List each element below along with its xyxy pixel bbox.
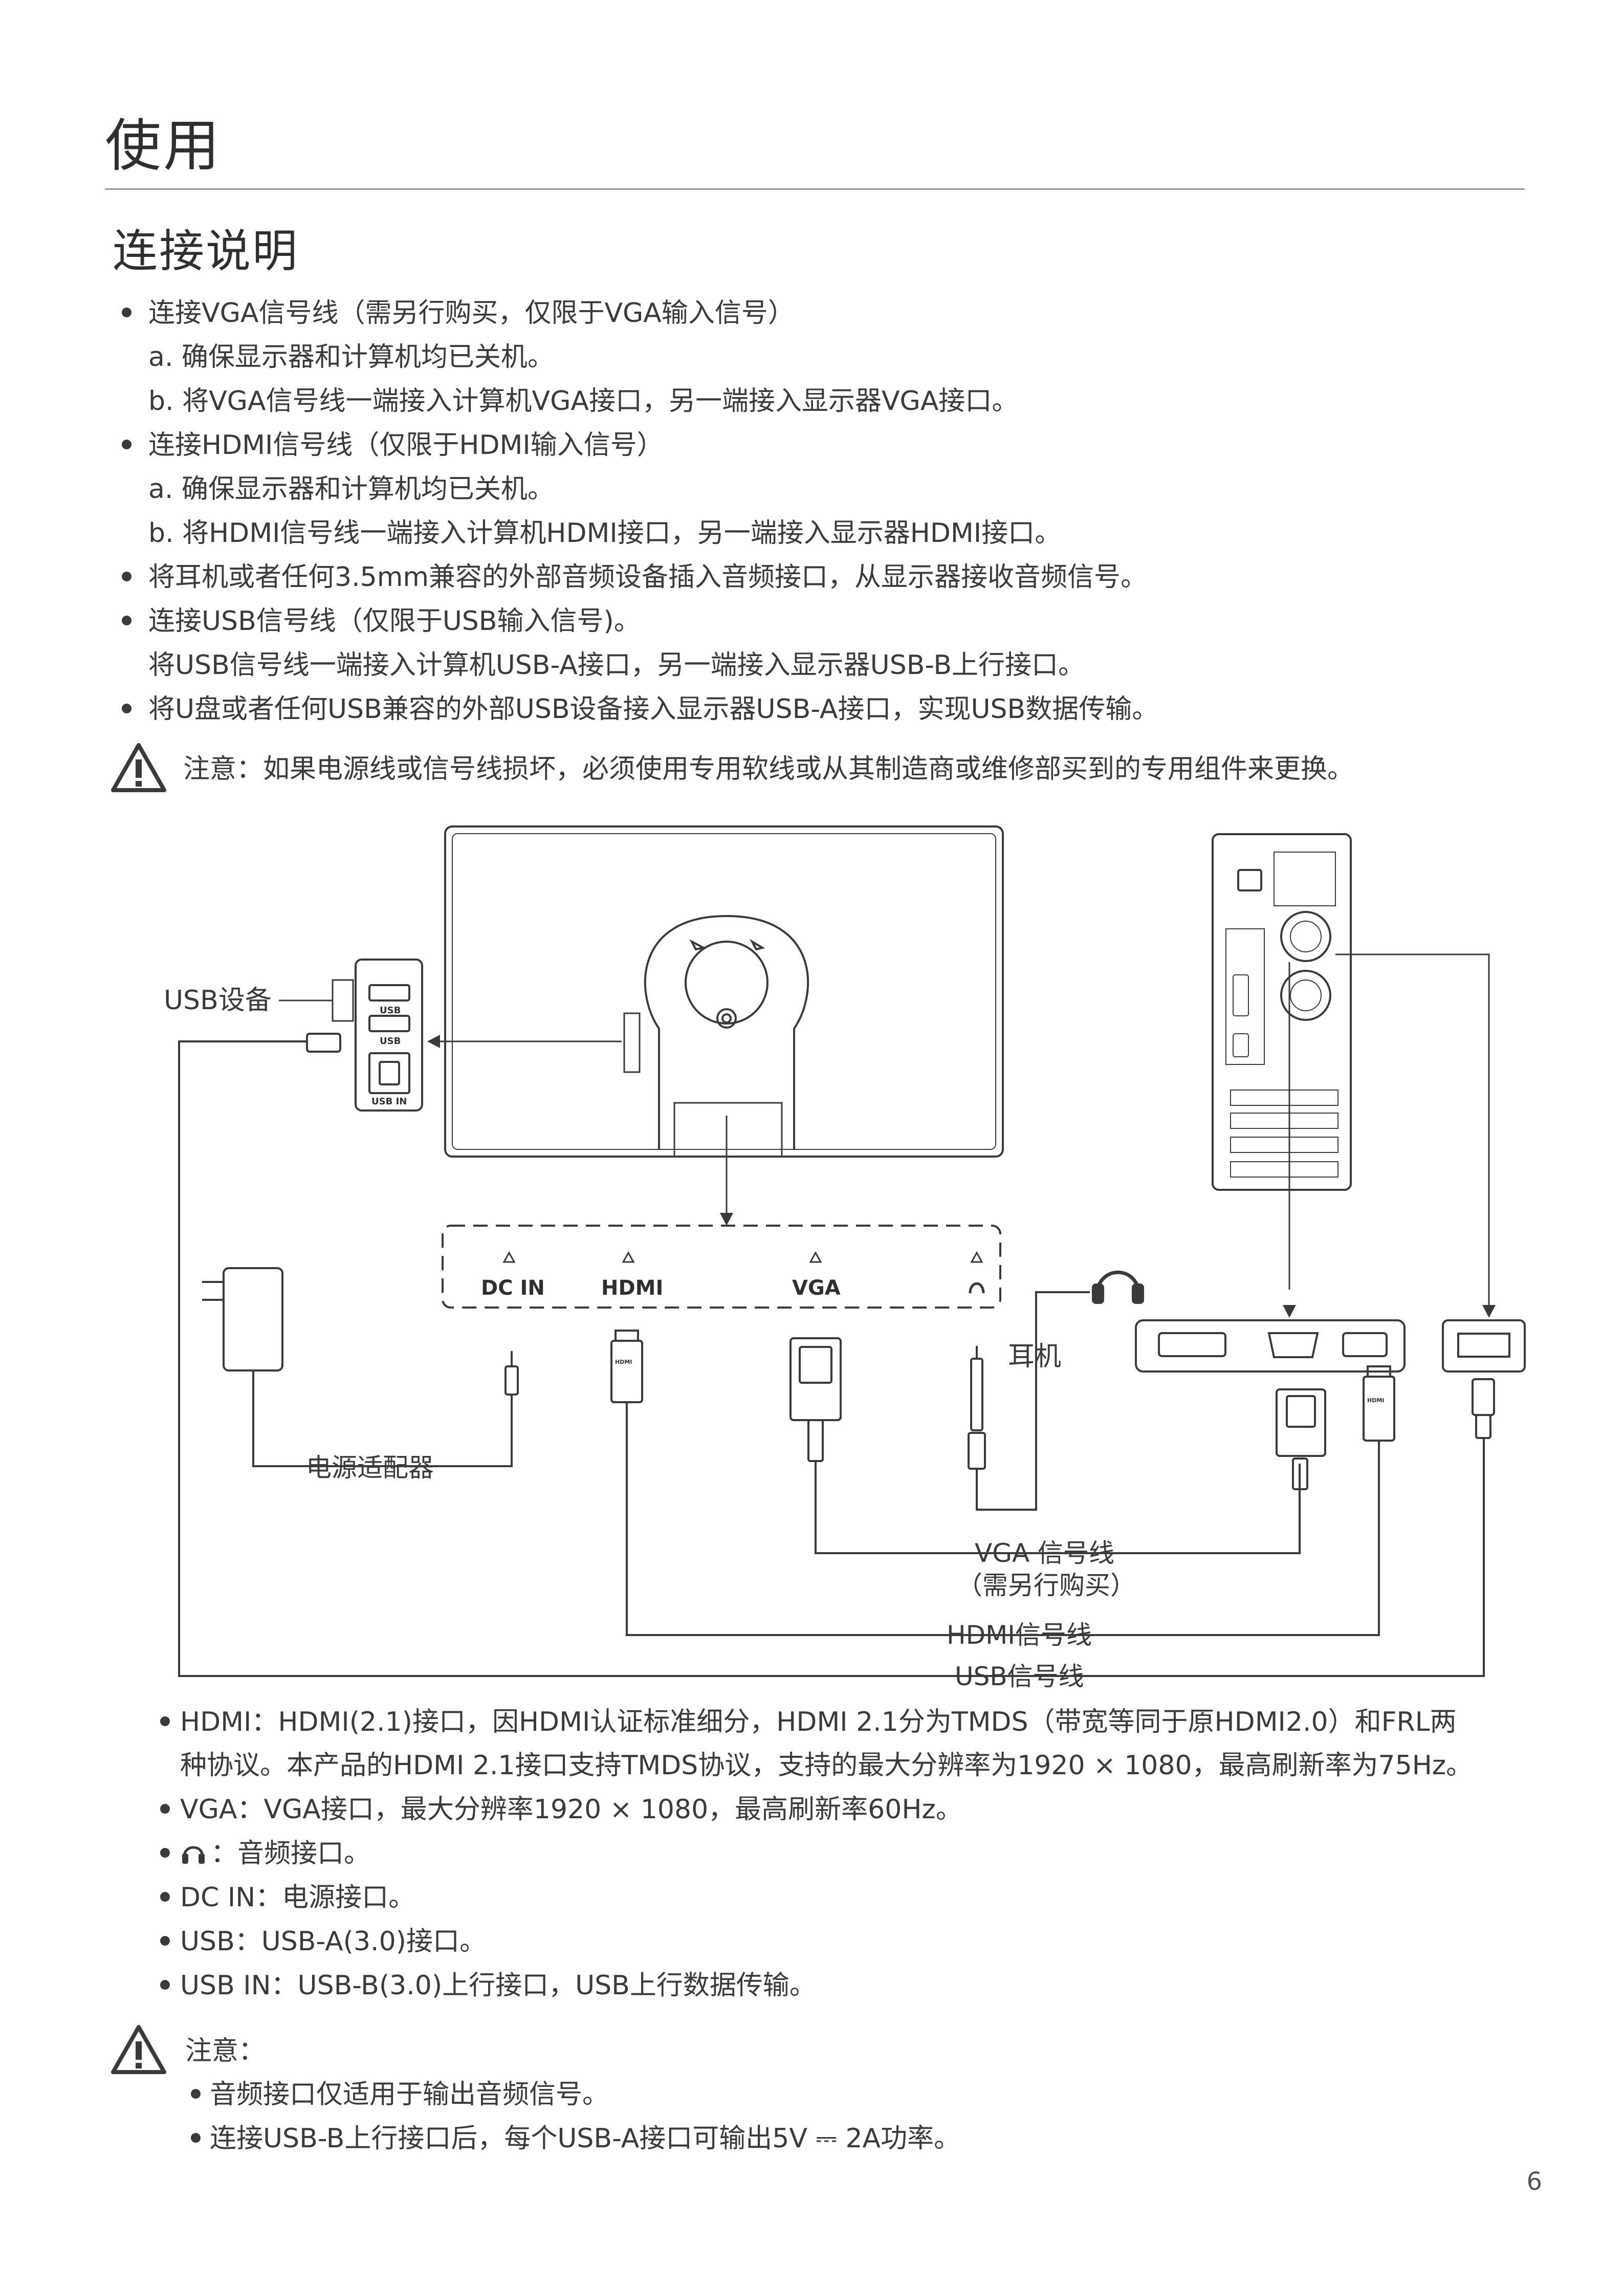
vga-cable-note: （需另行购买）: [957, 1571, 1136, 1600]
connection-diagram: USB设备 USB USB USB IN DC IN HDMI VGA 电源适配…: [164, 825, 1526, 1691]
spec-item: ：音频接口。: [211, 1838, 371, 1869]
hdmi-plug-text: HDMI: [1367, 1397, 1384, 1404]
list-item: 连接VGA信号线（需另行购买，仅限于VGA输入信号）: [148, 298, 795, 329]
bullet-dot: [122, 616, 131, 625]
bullet-dot: [160, 1716, 170, 1726]
page-title: 使用: [105, 113, 222, 179]
list-item: b. 将HDMI信号线一端接入计算机HDMI接口，另一端接入显示器HDMI接口。: [148, 518, 1062, 549]
list-item: 将U盘或者任何USB兼容的外部USB设备接入显示器USB-A接口，实现USB数据…: [148, 694, 1159, 725]
bullet-dot: [160, 1980, 170, 1990]
spec-item: VGA：VGA接口，最大分辨率1920 × 1080，最高刷新率60Hz。: [180, 1794, 962, 1825]
usb-device-label: USB设备: [164, 985, 272, 1016]
side-usb-in-label: USB IN: [371, 1096, 407, 1107]
bullet-dot: [160, 1936, 170, 1946]
bullet-dot: [122, 440, 131, 449]
port-hdmi: HDMI: [601, 1276, 663, 1300]
spec-item: DC IN：电源接口。: [180, 1882, 415, 1913]
hdmi-plug-text: HDMI: [615, 1359, 632, 1365]
monitor-rear-illustration: [444, 825, 1004, 1158]
list-item: 连接HDMI信号线（仅限于HDMI输入信号）: [148, 430, 664, 461]
bullet-dot: [160, 1892, 170, 1902]
vga-cable-label: VGA 信号线: [975, 1538, 1114, 1568]
title-divider: [105, 188, 1525, 190]
list-item: a. 确保显示器和计算机均已关机。: [148, 342, 554, 373]
list-item: 将USB信号线一端接入计算机USB-A接口，另一端接入显示器USB-B上行接口。: [148, 650, 1085, 681]
warning-text: 注意：如果电源线或信号线损坏，必须使用专用软线或从其制造商或维修部买到的专用组件…: [183, 754, 1354, 785]
page-number: 6: [1526, 2167, 1542, 2196]
side-usb-label-2: USB: [380, 1036, 401, 1047]
bullet-dot: [122, 704, 131, 713]
bullet-dot: [160, 1848, 170, 1858]
spec-item: 种协议。本产品的HDMI 2.1接口支持TMDS协议，支持的最大分辨率为1920…: [180, 1750, 1473, 1781]
headphone-icon: [182, 1846, 205, 1864]
bullet-dot: [191, 2089, 201, 2099]
bullet-dot: [122, 572, 131, 581]
list-item: 连接USB信号线（仅限于USB输入信号)。: [148, 606, 641, 637]
port-dc-in: DC IN: [481, 1276, 545, 1300]
power-adapter-label: 电源适配器: [306, 1453, 434, 1483]
section-heading: 连接说明: [113, 225, 299, 277]
list-item: 将耳机或者任何3.5mm兼容的外部音频设备插入音频接口，从显示器接收音频信号。: [148, 562, 1148, 593]
warning-item: 连接USB-B上行接口后，每个USB-A接口可输出5V ⎓ 2A功率。: [210, 2123, 961, 2154]
bullet-dot: [122, 308, 131, 317]
warning-icon: [111, 743, 166, 792]
spec-item: USB：USB-A(3.0)接口。: [180, 1926, 486, 1957]
side-usb-label-1: USB: [380, 1005, 401, 1016]
bullet-dot: [160, 1804, 170, 1814]
headphone-label: 耳机: [1008, 1341, 1061, 1372]
warning-icon: [111, 2025, 166, 2074]
list-item: b. 将VGA信号线一端接入计算机VGA接口，另一端接入显示器VGA接口。: [148, 386, 1019, 417]
monitor-side-usb-panel: [355, 959, 423, 1112]
usb-cable-label: USB信号线: [955, 1662, 1084, 1691]
list-item: a. 确保显示器和计算机均已关机。: [148, 474, 554, 505]
port-vga: VGA: [792, 1276, 841, 1300]
spec-item: USB IN：USB-B(3.0)上行接口，USB上行数据传输。: [180, 1970, 816, 2001]
spec-item: HDMI：HDMI(2.1)接口，因HDMI认证标准细分，HDMI 2.1分为T…: [180, 1707, 1457, 1737]
bullet-dot: [191, 2133, 201, 2143]
warning-title: 注意：: [185, 2036, 266, 2066]
pc-tower-illustration: [1212, 833, 1352, 1191]
hdmi-cable-label: HDMI信号线: [947, 1620, 1092, 1650]
warning-item: 音频接口仅适用于输出音频信号。: [210, 2079, 609, 2110]
